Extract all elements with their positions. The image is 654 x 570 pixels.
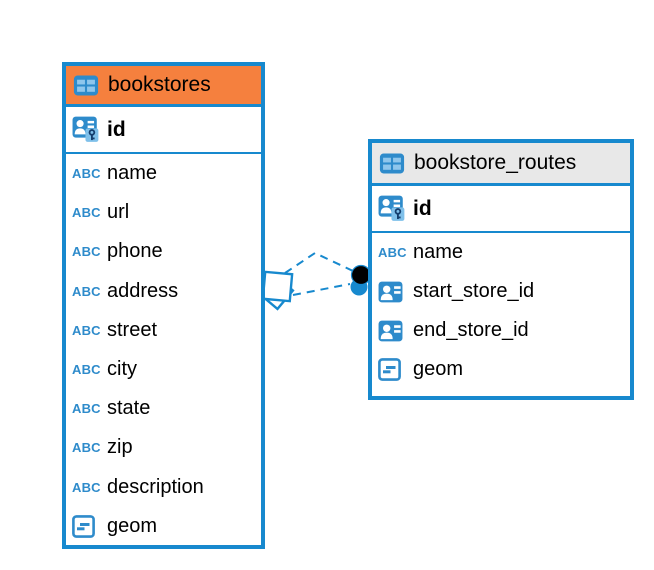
relationship-line-2[interactable] bbox=[292, 283, 351, 296]
table-icon bbox=[379, 153, 414, 174]
column-name: city bbox=[107, 358, 137, 381]
column-name: state bbox=[107, 397, 151, 420]
text-type-icon: ABC bbox=[72, 283, 101, 299]
column-name: name bbox=[107, 162, 158, 185]
text-type-icon: ABC bbox=[72, 401, 101, 417]
table-column-row[interactable]: ABC city bbox=[66, 350, 261, 389]
primary-key-icon bbox=[378, 195, 413, 222]
column-name: zip bbox=[107, 436, 133, 459]
text-type-icon: ABC bbox=[72, 479, 101, 495]
geometry-type-icon bbox=[72, 514, 107, 538]
table-header[interactable]: bookstore_routes bbox=[372, 143, 630, 186]
table-icon bbox=[73, 75, 108, 96]
table-column-row[interactable]: id bbox=[372, 186, 630, 233]
text-type-icon: ABC bbox=[72, 244, 101, 260]
table-column-row[interactable]: ABC name bbox=[372, 233, 630, 272]
primary-key-icon bbox=[72, 116, 107, 143]
reference-type-icon bbox=[378, 281, 413, 303]
table-column-row[interactable]: geom bbox=[372, 350, 630, 389]
relationship-dot-endpoints[interactable] bbox=[350, 264, 372, 296]
text-type-icon: ABC bbox=[72, 440, 101, 456]
text-type-icon: ABC bbox=[72, 205, 101, 221]
table-bookstores[interactable]: bookstores id ABC na bbox=[62, 62, 265, 549]
table-column-row[interactable]: ABC phone bbox=[66, 232, 261, 271]
column-name: url bbox=[107, 201, 130, 224]
table-column-row[interactable]: id bbox=[66, 107, 261, 154]
column-name: phone bbox=[107, 240, 163, 263]
relationship-line-1[interactable] bbox=[284, 251, 354, 274]
table-column-row[interactable]: ABC name bbox=[66, 154, 261, 193]
column-name: id bbox=[413, 196, 432, 220]
table-column-row[interactable]: ABC zip bbox=[66, 428, 261, 467]
table-column-row[interactable]: start_store_id bbox=[372, 272, 630, 311]
column-name: description bbox=[107, 475, 204, 498]
column-name: street bbox=[107, 318, 158, 341]
table-column-row[interactable]: ABC street bbox=[66, 311, 261, 350]
table-column-row[interactable]: ABC description bbox=[66, 468, 261, 507]
table-column-row[interactable]: ABC state bbox=[66, 389, 261, 428]
table-bookstore-routes[interactable]: bookstore_routes id ABC bbox=[368, 139, 634, 400]
column-name: address bbox=[107, 279, 179, 302]
text-type-icon: ABC bbox=[72, 322, 101, 338]
table-column-row[interactable]: end_store_id bbox=[372, 311, 630, 350]
table-title: bookstore_routes bbox=[414, 151, 577, 174]
table-column-row[interactable]: ABC address bbox=[66, 272, 261, 311]
text-type-icon: ABC bbox=[72, 166, 101, 182]
table-header[interactable]: bookstores bbox=[66, 66, 261, 107]
column-name: geom bbox=[413, 358, 464, 380]
table-title: bookstores bbox=[108, 73, 211, 96]
text-type-icon: ABC bbox=[378, 245, 407, 260]
column-name: id bbox=[107, 117, 126, 141]
table-column-row[interactable]: geom bbox=[66, 507, 261, 546]
geometry-type-icon bbox=[378, 358, 413, 381]
text-type-icon: ABC bbox=[72, 362, 101, 378]
column-name: start_store_id bbox=[413, 280, 535, 302]
table-column-row[interactable]: ABC url bbox=[66, 193, 261, 232]
reference-type-icon bbox=[378, 320, 413, 342]
column-name: name bbox=[413, 241, 464, 263]
column-name: end_store_id bbox=[413, 319, 529, 341]
column-name: geom bbox=[107, 514, 158, 537]
